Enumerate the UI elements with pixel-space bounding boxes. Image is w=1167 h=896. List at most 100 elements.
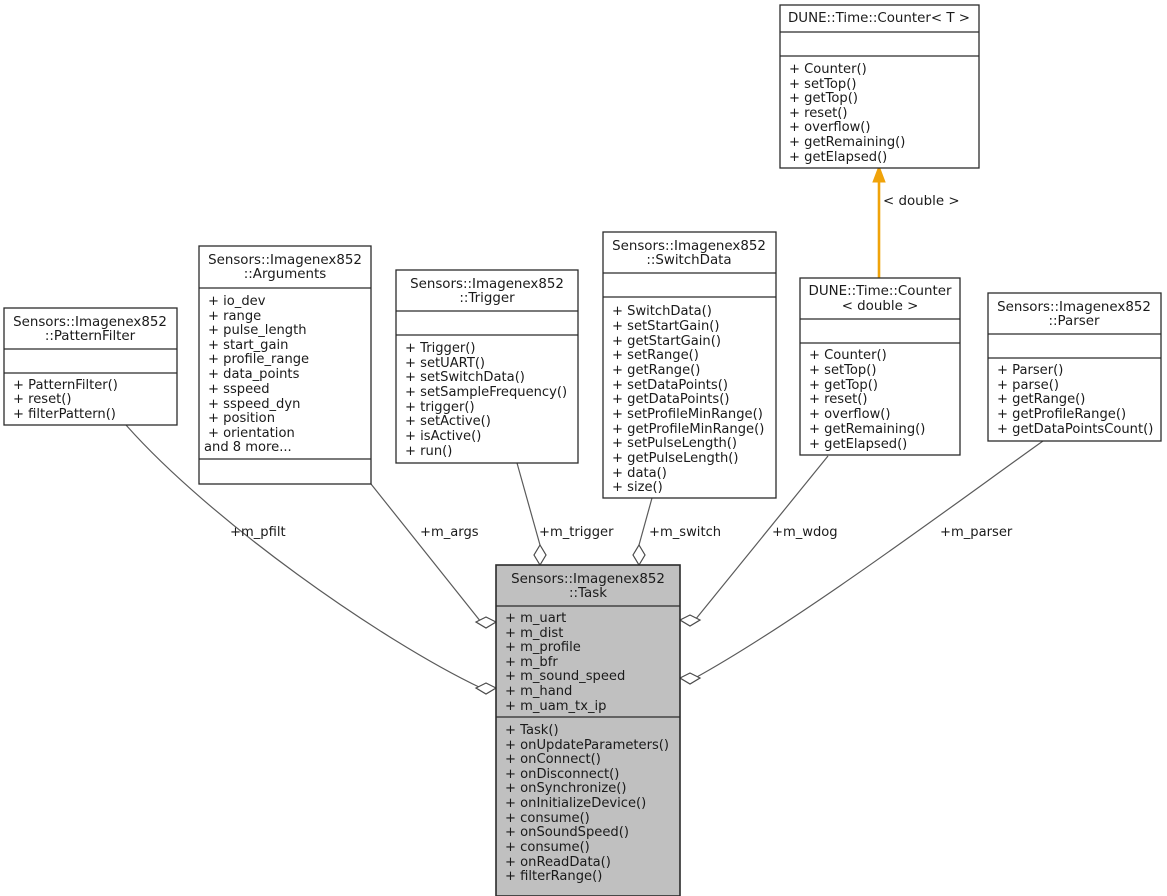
class-operation: + setDataPoints() (612, 378, 728, 393)
class-attribute: + m_profile (505, 640, 581, 655)
class-node-patternfilter[interactable]: Sensors::Imagenex852 ::PatternFilter + P… (3, 307, 178, 426)
class-operation: + onInitializeDevice() (505, 796, 646, 811)
class-operation: + onConnect() (505, 752, 601, 767)
class-title: ::SwitchData (646, 253, 731, 268)
class-node-arguments[interactable]: Sensors::Imagenex852 ::Arguments + io_de… (198, 245, 372, 485)
edge-switch (638, 497, 653, 546)
class-node-counter-double[interactable]: DUNE::Time::Counter < double > + Counter… (799, 277, 961, 456)
class-operation: + getElapsed() (789, 150, 887, 165)
diamond-switch (632, 543, 646, 567)
class-title: ::PatternFilter (45, 329, 136, 344)
class-operation: + getRemaining() (789, 135, 905, 150)
class-attribute: + m_bfr (505, 655, 558, 670)
class-operation: + Trigger() (405, 341, 476, 356)
class-attribute: + sspeed (208, 382, 270, 397)
class-operation: + getProfileMinRange() (612, 422, 764, 437)
edge-pfilt (125, 424, 482, 689)
edge-label-switch: +m_switch (649, 525, 721, 540)
class-operation: + reset() (809, 392, 868, 407)
class-attribute: + m_hand (505, 684, 572, 699)
class-node-switchdata[interactable]: Sensors::Imagenex852 ::SwitchData + Swit… (602, 231, 777, 499)
diamond-args (474, 616, 498, 629)
edge-wdog (694, 455, 829, 621)
class-operation: + getPulseLength() (612, 451, 739, 466)
edge-label-parser: +m_parser (940, 525, 1013, 540)
class-box (799, 277, 961, 456)
class-operation: + setTop() (809, 363, 876, 378)
class-attribute: + pulse_length (208, 323, 307, 338)
class-operation: + setProfileMinRange() (612, 407, 763, 422)
class-operation: + getElapsed() (809, 437, 907, 452)
class-box (395, 269, 579, 464)
class-title: Sensors::Imagenex852 (511, 572, 665, 587)
class-node-trigger[interactable]: Sensors::Imagenex852 ::Trigger + Trigger… (395, 269, 579, 464)
class-title: ::Trigger (459, 291, 515, 306)
class-operation: + reset() (13, 392, 72, 407)
class-operation: + overflow() (789, 120, 871, 135)
diamond-pfilt (474, 682, 498, 695)
class-operation: + onSoundSpeed() (505, 825, 629, 840)
class-attribute: + m_dist (505, 626, 563, 641)
class-operation: + Task() (505, 723, 559, 738)
class-attribute: + io_dev (208, 294, 266, 309)
class-operation: + onDisconnect() (505, 767, 619, 782)
class-title: ::Task (569, 586, 607, 601)
class-box (198, 245, 372, 485)
edge-trigger (516, 462, 541, 546)
class-attribute: + position (208, 411, 275, 426)
class-operation: + consume() (505, 840, 590, 855)
edge-inheritance-arrowhead (872, 164, 886, 183)
class-operation: + consume() (505, 811, 590, 826)
class-title: Sensors::Imagenex852 (612, 239, 766, 254)
class-operation: + size() (612, 480, 663, 495)
class-operation: + onReadData() (505, 855, 611, 870)
class-title: DUNE::Time::Counter< T > (788, 11, 970, 26)
class-operation: + onUpdateParameters() (505, 738, 669, 753)
class-operation: + Counter() (789, 62, 867, 77)
class-operation: + SwitchData() (612, 304, 712, 319)
class-operation: + trigger() (405, 400, 475, 415)
class-operation: + getDataPointsCount() (997, 422, 1153, 437)
class-box (3, 307, 178, 426)
class-attribute: + m_uam_tx_ip (505, 699, 606, 714)
edge-args (370, 483, 482, 623)
class-attribute-more: and 8 more... (204, 440, 292, 455)
edge-parser (694, 440, 1044, 679)
class-box (495, 564, 681, 896)
class-operation: + PatternFilter() (13, 378, 118, 393)
class-operation: + setStartGain() (612, 319, 719, 334)
class-title: Sensors::Imagenex852 (208, 253, 362, 268)
class-operation: + onSynchronize() (505, 781, 627, 796)
class-operation: + setSampleFrequency() (405, 385, 567, 400)
class-operation: + overflow() (809, 407, 891, 422)
class-operation: + run() (405, 444, 452, 459)
class-title: ::Arguments (244, 267, 326, 282)
class-box (602, 231, 777, 499)
class-operation: + reset() (789, 106, 848, 121)
class-operation: + setSwitchData() (405, 370, 525, 385)
class-operation: + getTop() (809, 378, 878, 393)
class-node-parser[interactable]: Sensors::Imagenex852 ::Parser + Parser()… (987, 292, 1162, 442)
diamond-parser (678, 672, 702, 685)
class-attribute: + m_sound_speed (505, 669, 625, 684)
class-operation: + getProfileRange() (997, 407, 1126, 422)
class-operation: + isActive() (405, 429, 481, 444)
class-operation: + setRange() (612, 348, 699, 363)
edge-label-wdog: +m_wdog (772, 525, 838, 540)
class-operation: + getTop() (789, 91, 858, 106)
class-title: ::Parser (1049, 314, 1100, 329)
class-operation: + Counter() (809, 348, 887, 363)
diamond-trigger (533, 543, 547, 567)
class-title: Sensors::Imagenex852 (410, 277, 564, 292)
class-node-task[interactable]: Sensors::Imagenex852 ::Task + m_uart + m… (495, 564, 681, 896)
class-operation: + setUART() (405, 356, 485, 371)
edge-layer: +m_pfilt +m_args +m_trigger +m_switch +m… (125, 164, 1044, 695)
template-binding-label: < double > (883, 194, 960, 209)
class-operation: + Parser() (997, 363, 1063, 378)
class-operation: + getRemaining() (809, 422, 925, 437)
class-operation: + setActive() (405, 414, 491, 429)
class-attribute: + orientation (208, 426, 295, 441)
class-box (987, 292, 1162, 442)
class-attribute: + m_uart (505, 611, 566, 626)
class-node-counter-t[interactable]: DUNE::Time::Counter< T > + Counter() + s… (779, 4, 980, 169)
